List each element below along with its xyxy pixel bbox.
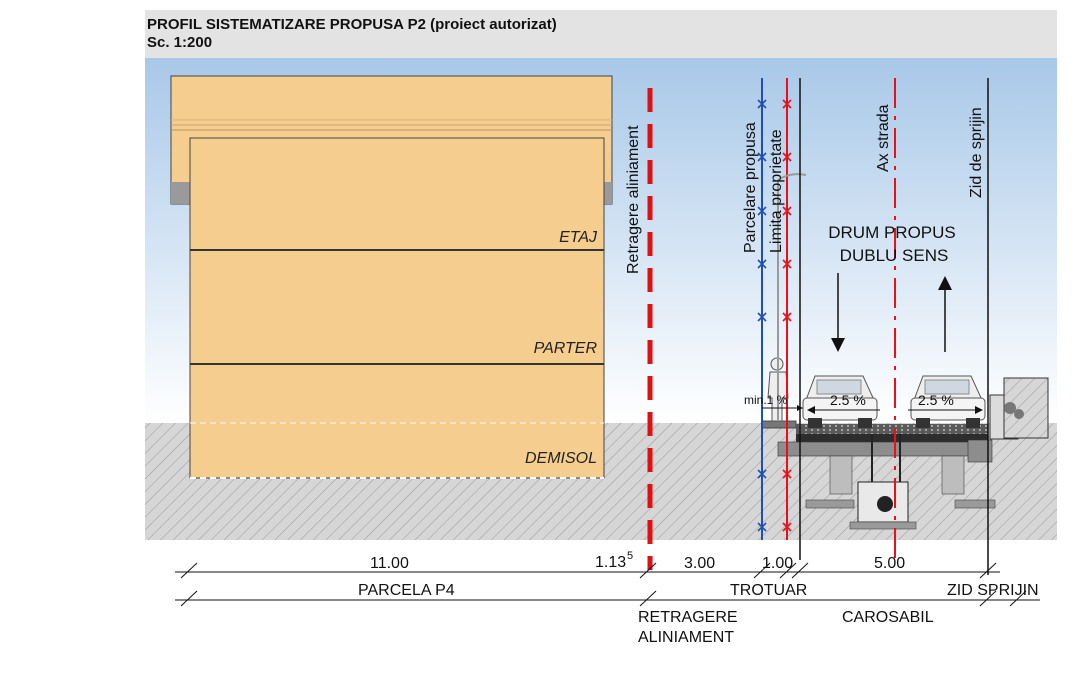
zone-parcela: PARCELA P4 — [358, 582, 455, 599]
drawing-scale: Sc. 1:200 — [147, 34, 212, 51]
dim-1-13: 1.13 — [595, 554, 626, 571]
floor-parter — [189, 249, 605, 365]
floor-demisol — [189, 363, 605, 479]
parcelare-markers — [757, 99, 767, 532]
drawing-title: PROFIL SISTEMATIZARE PROPUSA P2 (proiect… — [147, 16, 557, 33]
floor-label-demisol: DEMISOL — [525, 450, 597, 467]
arrow-down-icon — [831, 273, 845, 352]
car-right — [910, 375, 986, 428]
slope-right: 2.5 % — [918, 392, 954, 408]
car-left — [802, 375, 878, 428]
arrow-up-icon — [938, 276, 952, 352]
label-zid-de-sprijin: Zid de sprijin — [968, 107, 985, 198]
zone-retragere-line2: ALINIAMENT — [638, 629, 734, 646]
zone-trotuar: TROTUAR — [730, 582, 807, 599]
floor-label-etaj: ETAJ — [559, 229, 598, 246]
dim-1-13-sup: 5 — [627, 550, 633, 562]
roof-shading — [171, 119, 612, 204]
slope-left: 2.5 % — [830, 392, 866, 408]
label-retragere-aliniament: Retragere aliniament — [625, 125, 642, 274]
road-title-line1: DRUM PROPUS — [828, 223, 956, 242]
road-title-line2: DUBLU SENS — [840, 246, 949, 265]
road-structure — [761, 377, 1049, 530]
dim-5-00: 5.00 — [874, 555, 905, 572]
floor-label-parter: PARTER — [534, 340, 598, 357]
label-ax-strada: Ax strada — [875, 104, 892, 172]
dim-3-00: 3.00 — [684, 555, 715, 572]
zone-retragere-line1: RETRAGERE — [638, 609, 738, 626]
dimension-line-1 — [175, 562, 1040, 607]
limita-markers — [782, 99, 792, 532]
zone-carosabil: CAROSABIL — [842, 609, 934, 626]
floor-etaj — [189, 137, 605, 251]
slope-sidewalk: min.1 % — [744, 393, 788, 407]
header-band — [145, 10, 1057, 58]
dim-11-00: 11.00 — [370, 555, 409, 572]
label-parcelare-propusa: Parcelare propusa — [742, 122, 759, 253]
dim-1-00: 1.00 — [762, 555, 793, 572]
label-limita-proprietate: Limita proprietate — [768, 129, 785, 253]
zone-zid-sprijin: ZID SPRIJIN — [947, 582, 1039, 599]
